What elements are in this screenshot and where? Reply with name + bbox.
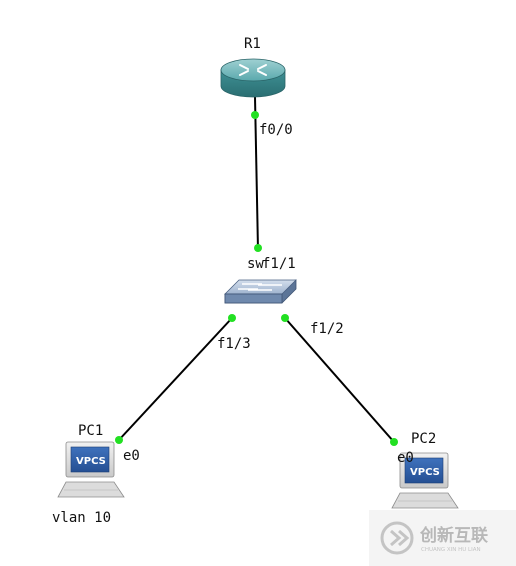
port-label-r1-f0-0: f0/0 [259, 122, 293, 138]
router-arrows-icon [239, 64, 267, 76]
link-r1-sw[interactable] [254, 96, 259, 251]
vpcs-pc2[interactable]: VPCS [391, 452, 459, 509]
port-label-pc1-e0: e0 [123, 448, 140, 464]
watermark: 创新互联 CHUANG XIN HU LIAN [369, 510, 516, 566]
port-label-sw-f1-2: f1/2 [310, 321, 344, 337]
pc1-screen-text: VPCS [76, 456, 106, 467]
port-dot-pc1-e0[interactable] [115, 436, 123, 444]
port-label-pc2-e0: e0 [397, 450, 414, 466]
port-label-sw-f1-3: f1/3 [217, 336, 251, 352]
switch-arrows-icon [238, 283, 282, 291]
router-r1-label: R1 [244, 36, 261, 52]
vpcs-pc1[interactable]: VPCS [57, 441, 125, 498]
pc1-label: PC1 [78, 423, 103, 439]
port-dot-sw-f1-2[interactable] [281, 314, 289, 322]
router-r1[interactable] [220, 58, 286, 98]
switch-sw[interactable] [224, 279, 297, 304]
link-sw-pc1[interactable] [117, 317, 233, 442]
watermark-text: 创新互联 [419, 525, 488, 546]
pc1-vlan-note: vlan 10 [52, 510, 111, 526]
pc2-label: PC2 [411, 431, 436, 447]
port-dot-sw-f1-3[interactable] [228, 314, 236, 322]
switch-sw-label: sw [247, 256, 264, 272]
port-label-sw-f1-1: f1/1 [262, 256, 296, 272]
port-dot-r1-f0-0[interactable] [251, 111, 259, 119]
pc2-screen-text: VPCS [410, 467, 440, 478]
watermark-logo-icon [380, 521, 414, 555]
watermark-subtext: CHUANG XIN HU LIAN [421, 547, 481, 553]
link-sw-pc2[interactable] [284, 317, 395, 443]
port-dot-sw-f1-1[interactable] [254, 244, 262, 252]
port-dot-pc2-e0[interactable] [390, 438, 398, 446]
